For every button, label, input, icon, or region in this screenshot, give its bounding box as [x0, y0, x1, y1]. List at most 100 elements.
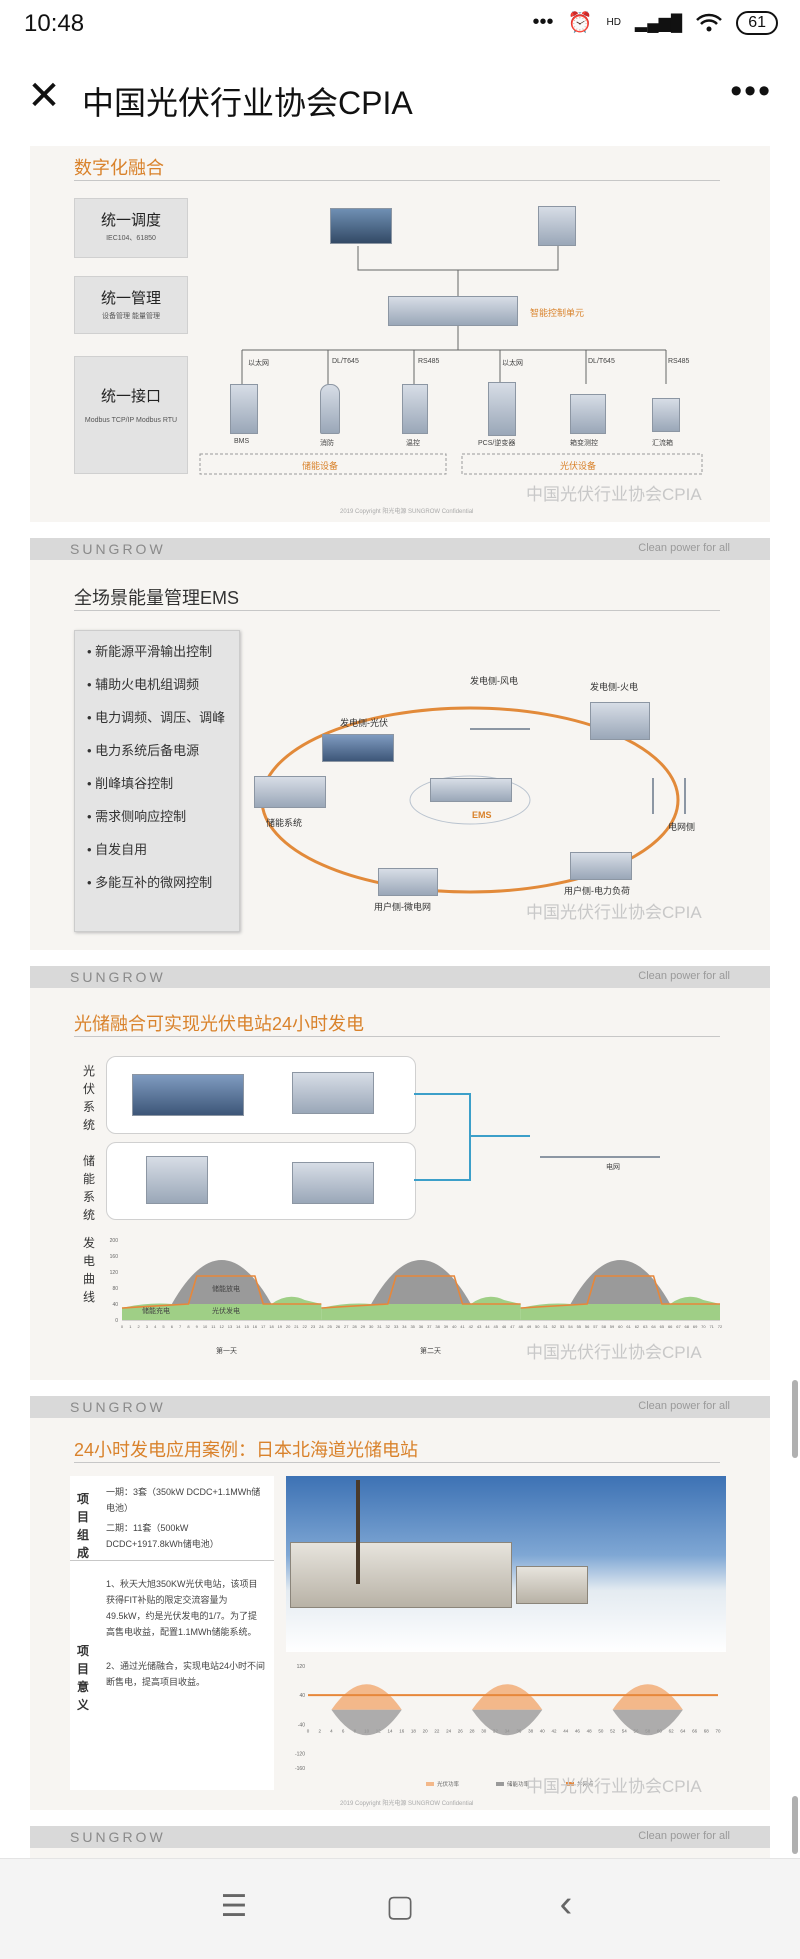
- pv-power-area: [331, 1684, 402, 1710]
- pcs-inverter-icon: [488, 382, 516, 436]
- x-tick-label: 45: [494, 1324, 499, 1329]
- x-tick-label: 31: [377, 1324, 382, 1329]
- connection-lines: [414, 1093, 530, 1181]
- watermark: 中国光伏行业协会CPIA: [526, 1343, 702, 1362]
- protocol-label: RS485: [418, 358, 440, 365]
- y-tick-label: 40: [112, 1302, 118, 1308]
- x-tick-label: 37: [427, 1324, 432, 1329]
- x-tick-label: 14: [387, 1728, 393, 1733]
- legend-label: 储能功率: [507, 1780, 530, 1788]
- label-sub: Modbus TCP/IP Modbus RTU: [84, 417, 178, 424]
- home-button[interactable]: ▢: [385, 1890, 415, 1923]
- ems-feature: • 辅助火电机组调频: [87, 677, 200, 692]
- alarm-icon: ⏰: [567, 12, 593, 34]
- x-tick-label: 43: [477, 1324, 482, 1329]
- device-label: PCS/逆变器: [478, 440, 516, 447]
- slide-title: 全场景能量管理EMS: [74, 588, 240, 608]
- storage-power-area: [331, 1709, 402, 1736]
- battery-cabinet-icon: [146, 1156, 208, 1204]
- x-tick-label: 38: [435, 1324, 440, 1329]
- computer-icon: [538, 206, 576, 246]
- legend-label: 光伏功率: [437, 1780, 460, 1788]
- x-tick-label: 50: [598, 1728, 604, 1733]
- pv-power-area: [472, 1684, 543, 1710]
- title-bar: ✕ 中国光伏行业协会CPIA •••: [0, 50, 800, 146]
- container-icon: [516, 1566, 588, 1604]
- sungrow-logo: SUNGROW: [70, 1829, 166, 1845]
- status-icons: ••• ⏰ HD ▂▄▆█ 61: [533, 10, 778, 35]
- fire-extinguisher-icon: [320, 384, 340, 434]
- project-composition-head: 项目组成: [76, 1492, 89, 1560]
- label-unified-dispatch: 统一调度 IEC104、61850: [74, 198, 188, 258]
- combiner-box-icon: [652, 398, 680, 432]
- load-factory-icon: [570, 852, 632, 880]
- title-underline: [74, 610, 720, 611]
- wifi-icon: [696, 13, 723, 31]
- scrollbar-thumb-2[interactable]: [792, 1796, 798, 1854]
- x-tick-label: 19: [278, 1324, 283, 1329]
- x-tick-label: 63: [643, 1324, 648, 1329]
- transformer-monitor-icon: [570, 394, 606, 434]
- ems-feature: • 削峰填谷控制: [87, 776, 174, 791]
- x-tick-label: 17: [261, 1324, 266, 1329]
- sungrow-header: SUNGROW Clean power for all: [30, 538, 770, 560]
- controller-label: 智能控制单元: [530, 308, 585, 318]
- close-icon[interactable]: ✕: [27, 74, 61, 118]
- x-tick-label: 36: [419, 1324, 424, 1329]
- slide-hokkaido-case: SUNGROW Clean power for all 24小时发电应用案例：日…: [30, 1396, 770, 1810]
- storage-discharge-area: [321, 1296, 521, 1320]
- more-options-icon[interactable]: •••: [730, 72, 772, 110]
- y-tick-label: -160: [295, 1766, 305, 1772]
- project-composition-phase2: 二期：11套（500kW DCDC+1917.8kWh储电池）: [106, 1523, 219, 1549]
- x-tick-label: 42: [551, 1728, 557, 1733]
- legend-swatch: [426, 1782, 434, 1786]
- x-tick-label: 13: [228, 1324, 233, 1329]
- group-label-storage: 储能设备: [302, 461, 339, 471]
- protocol-label: 以太网: [248, 360, 269, 367]
- back-button[interactable]: ‹: [559, 1883, 573, 1925]
- legend-swatch: [566, 1782, 574, 1786]
- x-tick-label: 3: [146, 1324, 149, 1329]
- x-tick-label: 23: [311, 1324, 316, 1329]
- x-tick-label: 4: [154, 1324, 157, 1329]
- tagline: Clean power for all: [638, 1830, 730, 1842]
- x-tick-label: 62: [635, 1324, 640, 1329]
- copyright-text: 2019 Copyright 阳光电源 SUNGROW Confidential: [340, 509, 474, 515]
- x-tick-label: 10: [203, 1324, 208, 1329]
- ess-system-label: 储能系统: [82, 1154, 95, 1222]
- x-tick-label: 26: [336, 1324, 341, 1329]
- ems-feature: • 电力调频、调压、调峰: [87, 710, 226, 725]
- scrollbar-thumb[interactable]: [792, 1380, 798, 1458]
- x-tick-label: 47: [510, 1324, 515, 1329]
- menu-button[interactable]: ☰: [220, 1890, 248, 1923]
- protocol-label: 以太网: [502, 360, 523, 367]
- x-tick-label: 48: [587, 1728, 593, 1733]
- node-label-wind: 发电侧-风电: [470, 676, 518, 686]
- x-tick-label: 41: [460, 1324, 465, 1329]
- x-tick-label: 42: [469, 1324, 474, 1329]
- hd-network-label: HD: [606, 17, 621, 28]
- bms-rack-icon: [230, 384, 258, 434]
- x-tick-label: 46: [575, 1728, 581, 1733]
- ems-feature: • 多能互补的微网控制: [87, 875, 213, 890]
- slide-pv-storage-24h: SUNGROW Clean power for all 光储融合可实现光伏电站2…: [30, 966, 770, 1380]
- day-label: 第一天: [216, 1348, 237, 1355]
- x-tick-label: 52: [552, 1324, 557, 1329]
- solar-panels-icon: [132, 1074, 244, 1116]
- node-label-pv: 发电侧-光伏: [340, 718, 388, 728]
- protocol-label: RS485: [668, 358, 690, 365]
- storage-discharge-area: [122, 1296, 322, 1320]
- signal-icon: ▂▄▆█: [634, 14, 683, 32]
- x-tick-label: 27: [344, 1324, 349, 1329]
- x-tick-label: 22: [434, 1728, 440, 1733]
- sungrow-header: SUNGROW Clean power for all: [30, 966, 770, 988]
- protocol-label: DL/T645: [332, 358, 359, 365]
- workstation-icon: [330, 208, 392, 244]
- x-tick-label: 52: [610, 1728, 616, 1733]
- curve-label: 发电曲线: [82, 1236, 95, 1304]
- label-main: 统一接口: [100, 388, 161, 405]
- output-power-line: [520, 1275, 720, 1309]
- node-label-microgrid: 用户侧-微电网: [374, 902, 431, 912]
- status-time: 10:48: [24, 10, 85, 37]
- inverter-container-icon: [292, 1072, 374, 1114]
